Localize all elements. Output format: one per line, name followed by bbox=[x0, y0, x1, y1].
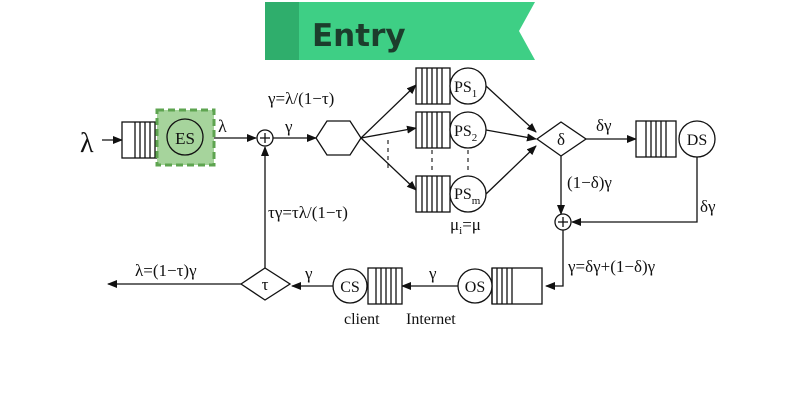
psm-label: PSm bbox=[454, 186, 481, 207]
psm-to-delta-arrow bbox=[485, 145, 537, 195]
entry-banner: Entry bbox=[265, 2, 535, 60]
internet-label: Internet bbox=[406, 311, 456, 328]
fanout-arrow-2 bbox=[360, 125, 417, 139]
banner-label: Entry bbox=[312, 18, 406, 54]
ds-label: DS bbox=[687, 132, 707, 149]
gamma-sum-equation: γ=δγ+(1−δ)γ bbox=[567, 257, 656, 276]
os-queue bbox=[491, 267, 543, 305]
dispatcher-hexagon bbox=[315, 120, 362, 156]
ps1-to-delta-arrow bbox=[485, 85, 537, 133]
feedback-equation: τγ=τλ/(1−τ) bbox=[268, 203, 348, 222]
mu-label: μi=μ bbox=[450, 215, 481, 237]
ps1-label: PS1 bbox=[454, 79, 477, 100]
gamma-os-cs: γ bbox=[428, 264, 437, 283]
gamma-equation: γ=λ/(1−τ) bbox=[267, 89, 334, 108]
gamma-cs-tau: γ bbox=[304, 264, 313, 283]
delta-gamma-right: δγ bbox=[700, 197, 716, 216]
sum-junction-top bbox=[256, 129, 274, 147]
banner-fold bbox=[265, 2, 299, 60]
tau-label: τ bbox=[262, 275, 269, 294]
input-lambda-label: λ bbox=[80, 128, 94, 159]
es-out-lambda: λ bbox=[218, 116, 227, 136]
cs-label: CS bbox=[340, 279, 360, 296]
fanout-arrow-1 bbox=[360, 84, 417, 139]
one-minus-delta-gamma: (1−δ)γ bbox=[567, 173, 612, 192]
es-server bbox=[166, 118, 204, 156]
delta-gamma-top: δγ bbox=[596, 116, 612, 135]
sum-to-os-line bbox=[545, 230, 564, 290]
ps2-label: PS2 bbox=[454, 123, 477, 144]
tau-decision bbox=[239, 267, 292, 301]
banner-shape bbox=[265, 2, 535, 60]
delta-label: δ bbox=[557, 130, 565, 149]
client-label: client bbox=[344, 311, 380, 328]
output-lambda-equation: λ=(1−τ)γ bbox=[135, 261, 197, 280]
ps2-to-delta-arrow bbox=[485, 129, 537, 142]
gamma-after-sum: γ bbox=[284, 117, 293, 136]
psm-queue bbox=[415, 175, 451, 213]
ps2-queue bbox=[415, 111, 451, 149]
es-label: ES bbox=[175, 129, 195, 148]
ps1-queue bbox=[415, 67, 451, 105]
es-queue bbox=[121, 121, 161, 159]
cs-queue bbox=[367, 267, 403, 305]
ds-return-line bbox=[571, 157, 698, 226]
ds-queue bbox=[635, 120, 677, 158]
os-label: OS bbox=[465, 279, 485, 296]
sum-junction-bottom bbox=[554, 213, 572, 231]
